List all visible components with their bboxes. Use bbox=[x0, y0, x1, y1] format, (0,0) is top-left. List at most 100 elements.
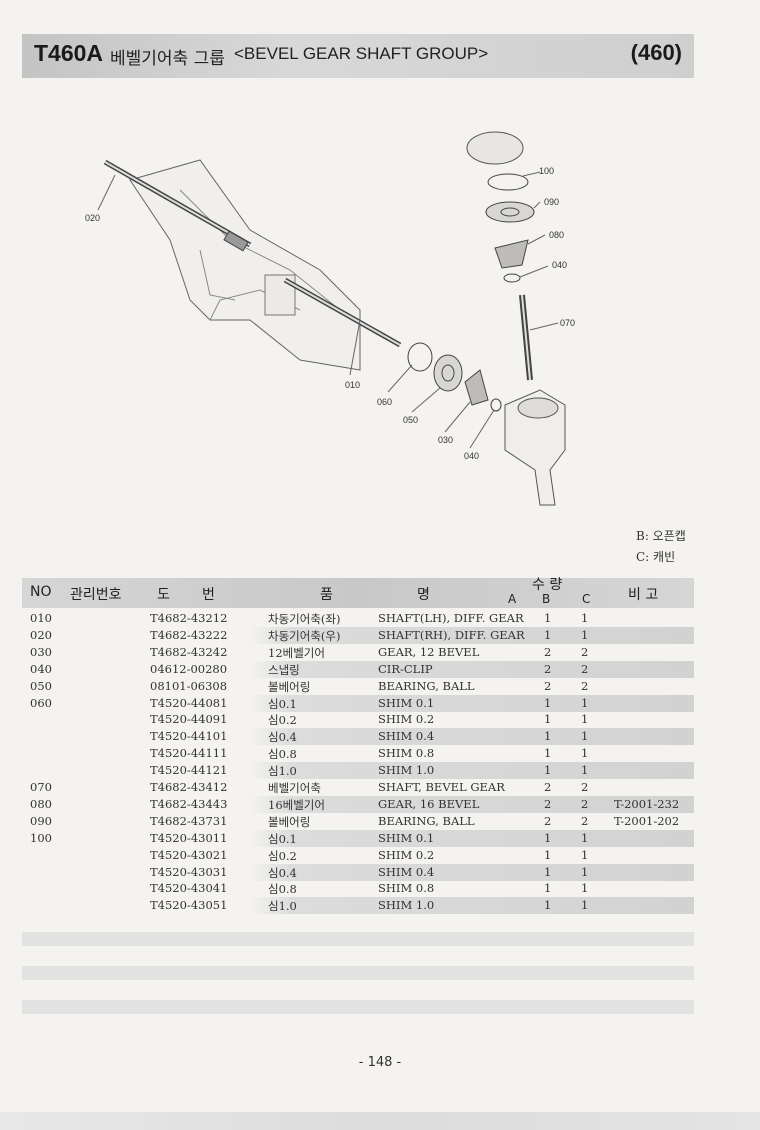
cell-remark: T-2001-202 bbox=[614, 813, 680, 828]
cell-part-number: T4520-44121 bbox=[150, 763, 228, 778]
cell-no: 040 bbox=[30, 661, 52, 676]
cell-name-english: SHIM 0.8 bbox=[378, 881, 435, 896]
group-title-korean: 베벨기어축 그룹 bbox=[110, 49, 225, 69]
cell-qty-c: 2 bbox=[581, 678, 589, 693]
cell-qty-c: 1 bbox=[581, 729, 589, 744]
cell-part-number: T4520-44091 bbox=[150, 712, 228, 727]
cell-qty-b: 2 bbox=[544, 780, 552, 794]
cell-name-english: SHIM 0.4 bbox=[378, 729, 435, 744]
cell-no: 010 bbox=[30, 611, 52, 625]
page-number: - 148 - bbox=[358, 1055, 402, 1070]
cell-qty-b: 1 bbox=[544, 847, 552, 862]
cell-qty-c: 2 bbox=[581, 644, 589, 659]
cell-name-english: SHIM 0.8 bbox=[378, 746, 435, 761]
cell-qty-b: 2 bbox=[544, 661, 552, 676]
blank-row bbox=[22, 1000, 694, 1014]
blank-row bbox=[22, 966, 694, 980]
callout-060: 060 bbox=[377, 397, 392, 407]
cell-name-korean: 심0.1 bbox=[268, 696, 297, 711]
cell-name-korean: 심0.8 bbox=[268, 882, 297, 897]
cell-name-english: SHIM 1.0 bbox=[378, 763, 435, 778]
cell-name-korean: 심0.8 bbox=[268, 747, 297, 762]
cell-name-korean: 심0.4 bbox=[268, 730, 297, 745]
cell-name-korean: 심0.4 bbox=[268, 865, 297, 880]
cell-qty-b: 2 bbox=[544, 678, 552, 693]
cell-qty-c: 1 bbox=[581, 898, 589, 913]
header-drawing-2: 번 bbox=[202, 587, 215, 603]
cell-qty-c: 1 bbox=[581, 864, 589, 879]
cell-name-english: SHIM 0.1 bbox=[378, 830, 435, 845]
title-bar: T460A 베벨기어축 그룹 <BEVEL GEAR SHAFT GROUP> … bbox=[22, 34, 694, 78]
cell-name-english: SHAFT(RH), DIFF. GEAR bbox=[378, 627, 525, 642]
cell-no: 030 bbox=[30, 644, 52, 659]
callout-020: 020 bbox=[85, 213, 100, 223]
cell-qty-b: 1 bbox=[544, 695, 552, 710]
cell-part-number: T4520-44101 bbox=[150, 729, 228, 744]
legend-b: B: 오픈캡 bbox=[636, 529, 686, 543]
cell-name-english: SHIM 0.4 bbox=[378, 864, 435, 879]
cell-name-korean: 심0.2 bbox=[268, 848, 297, 863]
cell-qty-b: 1 bbox=[544, 611, 552, 625]
callout-030: 030 bbox=[438, 435, 453, 445]
cell-qty-c: 1 bbox=[581, 695, 589, 710]
cell-name-korean: 16베벨기어 bbox=[268, 797, 325, 812]
cell-qty-b: 2 bbox=[544, 813, 552, 828]
cell-part-number: T4520-44111 bbox=[150, 746, 228, 761]
cell-qty-b: 1 bbox=[544, 898, 552, 913]
cell-part-number: 08101-06308 bbox=[150, 678, 228, 693]
cell-part-number: T4682-43731 bbox=[150, 813, 228, 828]
cell-qty-c: 2 bbox=[581, 813, 589, 828]
cell-name-english: SHIM 0.2 bbox=[378, 712, 435, 727]
cell-name-english: BEARING, BALL bbox=[378, 813, 475, 828]
cell-name-english: SHIM 0.2 bbox=[378, 847, 435, 862]
cell-name-english: SHAFT, BEVEL GEAR bbox=[378, 780, 505, 794]
cell-name-korean: 차동기어축(우) bbox=[268, 628, 341, 643]
cell-part-number: T4682-43222 bbox=[150, 627, 228, 642]
cell-name-korean: 차동기어축(좌) bbox=[268, 612, 341, 626]
group-title-english: <BEVEL GEAR SHAFT GROUP> bbox=[234, 44, 489, 63]
table-header: NO 관리번호 도 번 품 명 수 량 A B C 비 고 bbox=[22, 577, 694, 608]
cell-name-korean: 볼베어링 bbox=[268, 679, 311, 694]
cell-name-korean: 12베벨기어 bbox=[268, 645, 325, 660]
cell-qty-b: 1 bbox=[544, 864, 552, 879]
cell-part-number: T4520-43031 bbox=[150, 864, 228, 879]
cell-qty-b: 1 bbox=[544, 763, 552, 778]
callout-010: 010 bbox=[345, 380, 360, 390]
header-no: NO bbox=[30, 584, 52, 600]
model-code: T460A bbox=[34, 40, 104, 66]
cell-qty-c: 1 bbox=[581, 712, 589, 727]
cell-name-english: SHIM 1.0 bbox=[378, 898, 435, 913]
cell-part-number: T4520-43041 bbox=[150, 881, 228, 896]
blank-row bbox=[22, 932, 694, 946]
callout-090: 090 bbox=[544, 197, 559, 207]
cell-part-number: T4520-43021 bbox=[150, 847, 228, 862]
cell-name-korean: 심0.2 bbox=[268, 713, 297, 728]
header-name-1: 품 bbox=[320, 587, 333, 603]
cell-name-english: GEAR, 16 BEVEL bbox=[378, 796, 480, 811]
exploded-parts-diagram: 100 090 080 040 070 020 010 060 050 030 … bbox=[85, 131, 575, 506]
cell-name-english: CIR-CLIP bbox=[378, 661, 433, 676]
cell-qty-c: 1 bbox=[581, 627, 589, 642]
cell-part-number: T4520-43051 bbox=[150, 898, 228, 913]
cell-remark: T-2001-232 bbox=[614, 796, 680, 811]
cell-qty-b: 2 bbox=[544, 796, 552, 811]
cell-qty-b: 1 bbox=[544, 627, 552, 642]
header-drawing-1: 도 bbox=[157, 587, 170, 603]
legend-c: C: 캐빈 bbox=[636, 550, 676, 564]
callout-070: 070 bbox=[560, 318, 575, 328]
cell-qty-b: 2 bbox=[544, 644, 552, 659]
